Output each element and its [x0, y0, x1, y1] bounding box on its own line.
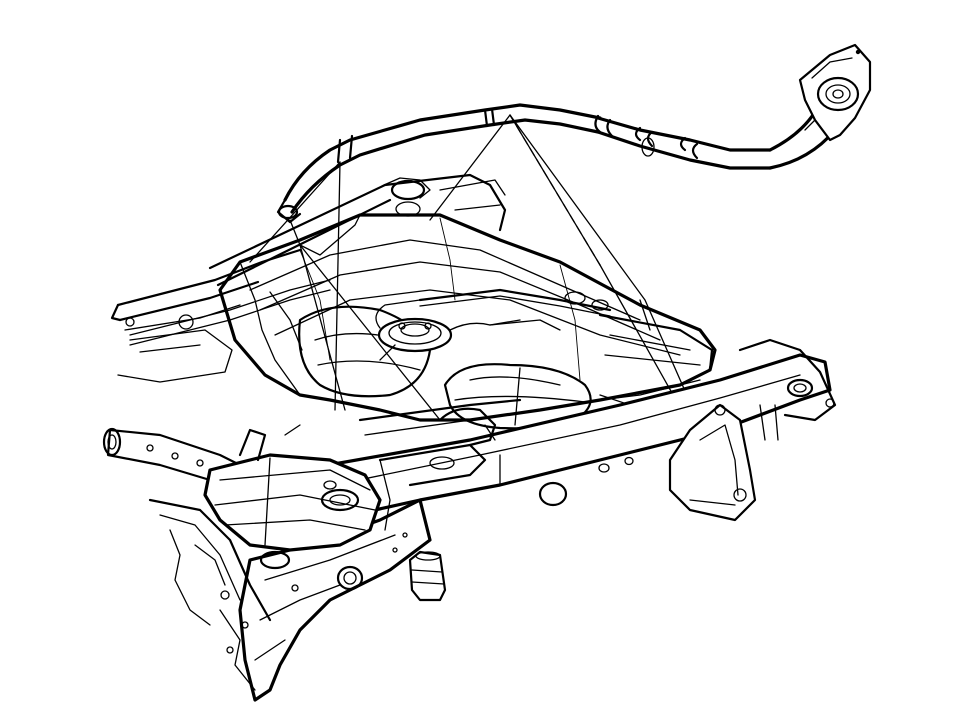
fuel-tank [218, 213, 717, 430]
brake-lines [129, 261, 701, 531]
fuel-filler-cap [798, 43, 872, 142]
fuel-filler-neck [276, 103, 837, 246]
rear-frame-section [110, 173, 507, 383]
rear-axle [408, 407, 497, 602]
exhaust-muffler [102, 424, 382, 691]
fuel-pump-module [375, 288, 612, 361]
